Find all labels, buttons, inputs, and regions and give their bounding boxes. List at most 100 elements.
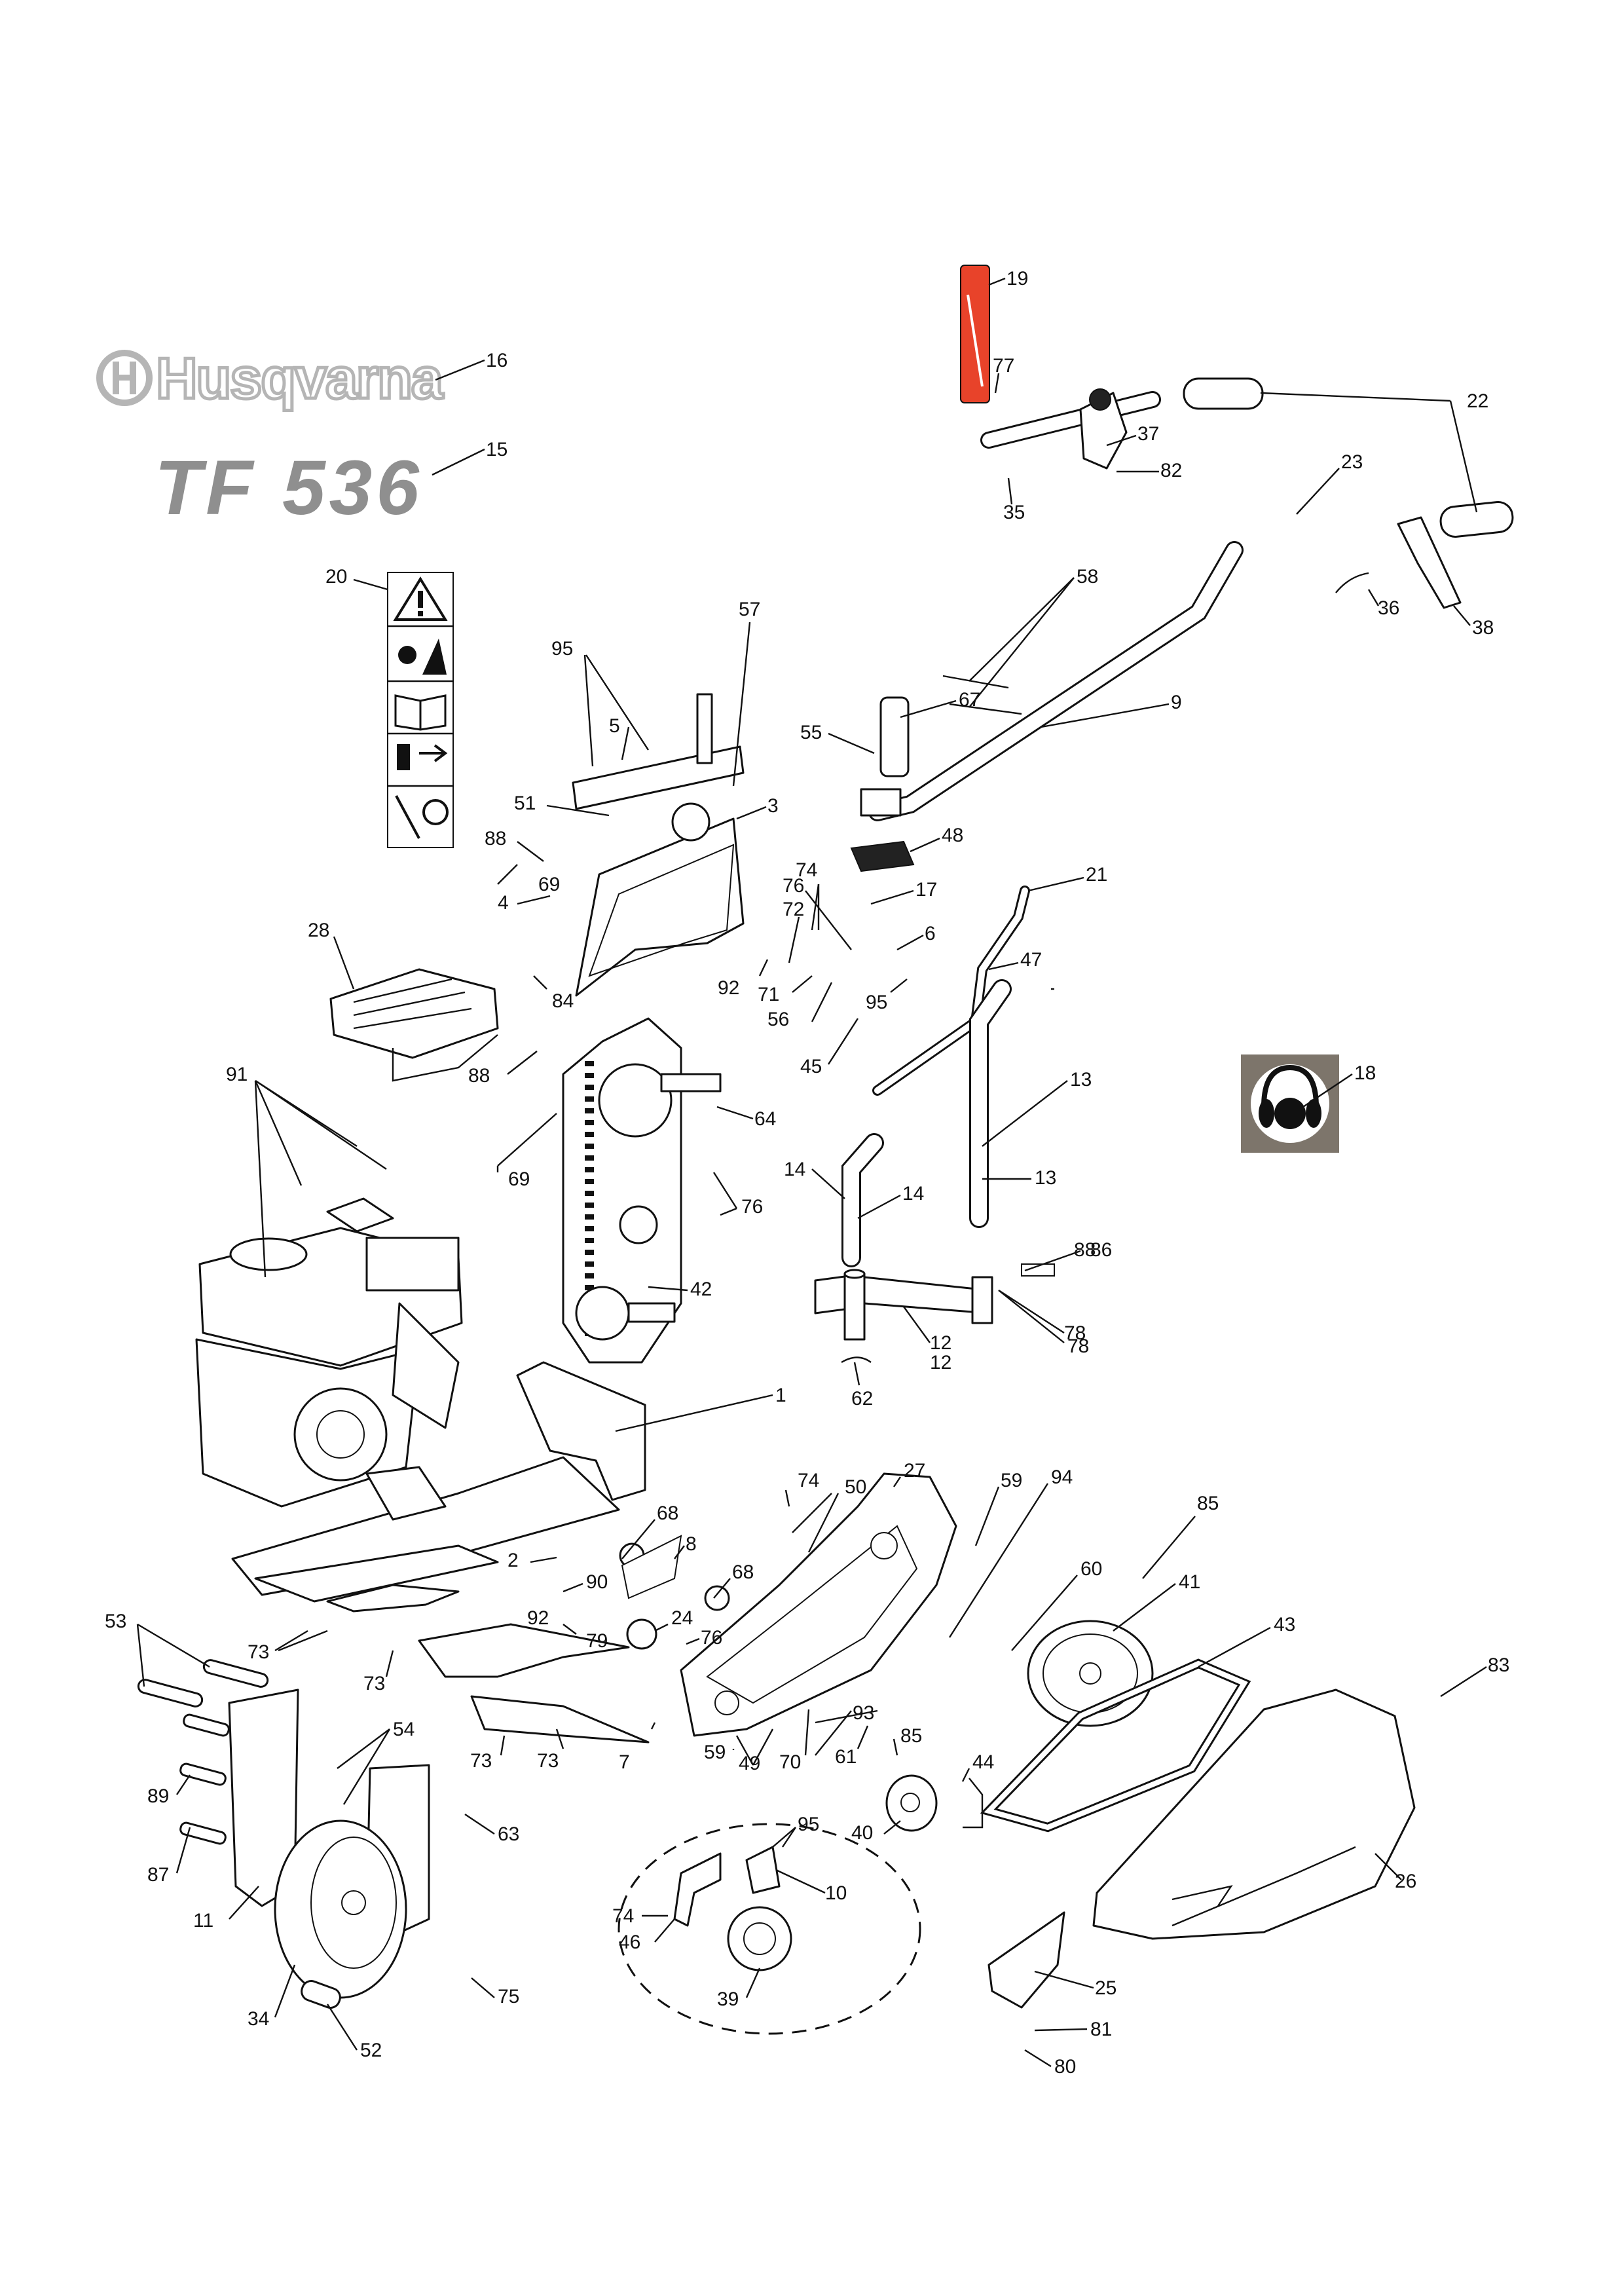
gear-shift-icon bbox=[397, 744, 448, 770]
callout-94: 94 bbox=[1051, 1466, 1073, 1488]
callout-7: 7 bbox=[619, 1751, 630, 1773]
callout-62: 62 bbox=[851, 1388, 873, 1409]
callout-51: 51 bbox=[514, 793, 536, 814]
clutch-lever bbox=[1397, 516, 1462, 609]
optional-kit-outline bbox=[618, 1823, 921, 2035]
ear-protection-badge bbox=[1241, 1054, 1339, 1153]
callout-90: 90 bbox=[586, 1571, 608, 1593]
callout-8: 8 bbox=[686, 1533, 697, 1555]
callout-4: 4 bbox=[498, 892, 509, 914]
guard-bracket bbox=[987, 1911, 1065, 2009]
callout-88-top: 88 bbox=[485, 828, 506, 849]
callout-14-right: 14 bbox=[902, 1183, 924, 1204]
callout-37: 37 bbox=[1137, 423, 1159, 445]
belt-drive bbox=[885, 1620, 1251, 1833]
callout-35: 35 bbox=[1003, 502, 1025, 523]
callout-69-mid: 69 bbox=[508, 1168, 530, 1190]
callout-36: 36 bbox=[1378, 597, 1399, 619]
callout-95-kit: 95 bbox=[798, 1814, 819, 1835]
callout-68-left: 68 bbox=[657, 1502, 678, 1524]
callout-34: 34 bbox=[248, 2008, 269, 2030]
main-frame bbox=[231, 1361, 646, 1603]
callout-61: 61 bbox=[835, 1746, 857, 1768]
husqvarna-crown-icon bbox=[96, 350, 153, 406]
callout-64: 64 bbox=[754, 1108, 776, 1130]
optional-wheel-kit bbox=[673, 1846, 792, 1971]
callout-17: 17 bbox=[915, 879, 937, 901]
callout-89: 89 bbox=[147, 1785, 169, 1807]
callout-74-kit: 74 bbox=[612, 1905, 634, 1927]
callout-73-c: 73 bbox=[537, 1750, 559, 1772]
callout-81: 81 bbox=[1090, 2019, 1112, 2040]
callout-72: 72 bbox=[783, 899, 804, 920]
callout-13-bottom: 13 bbox=[1035, 1167, 1056, 1189]
engine bbox=[195, 1197, 463, 1508]
callout-88-mid: 88 bbox=[468, 1065, 490, 1087]
handle-bracket bbox=[879, 696, 910, 777]
callout-95-right: 95 bbox=[866, 992, 887, 1013]
callout-2: 2 bbox=[507, 1550, 519, 1571]
callout-85-top: 85 bbox=[1197, 1493, 1219, 1514]
callout-76-mid: 76 bbox=[741, 1196, 763, 1218]
handle-mount-block bbox=[850, 840, 915, 872]
callout-15: 15 bbox=[486, 439, 507, 460]
right-grip bbox=[1439, 501, 1514, 538]
callout-23: 23 bbox=[1341, 451, 1363, 473]
callout-44: 44 bbox=[972, 1751, 994, 1773]
callout-88-right: 88 bbox=[1074, 1239, 1096, 1261]
callout-40: 40 bbox=[851, 1822, 873, 1844]
no-passengers-icon bbox=[395, 795, 449, 839]
callout-73-a: 73 bbox=[248, 1641, 269, 1663]
ear-protection-icon bbox=[1259, 1064, 1321, 1129]
callout-95-top: 95 bbox=[551, 638, 573, 660]
brand-logo: Husqvarna bbox=[96, 345, 447, 413]
read-manual-icon bbox=[394, 694, 447, 731]
callouts: 16 15 20 19 77 37 82 35 22 23 36 38 58 9… bbox=[105, 268, 1509, 2078]
rotating-tines-icon bbox=[398, 639, 447, 675]
callout-67: 67 bbox=[959, 689, 980, 711]
callout-78-top: 78 bbox=[1064, 1322, 1086, 1344]
callout-18: 18 bbox=[1354, 1062, 1376, 1084]
callout-9: 9 bbox=[1171, 692, 1182, 713]
handlebar bbox=[857, 391, 1402, 821]
safety-decal bbox=[387, 572, 454, 848]
callout-28: 28 bbox=[308, 920, 329, 941]
depth-bar bbox=[814, 1269, 993, 1341]
callout-60: 60 bbox=[1080, 1558, 1102, 1580]
callout-83: 83 bbox=[1488, 1654, 1509, 1676]
callout-6: 6 bbox=[925, 923, 936, 944]
callout-48: 48 bbox=[942, 825, 963, 846]
left-grip bbox=[1183, 377, 1264, 410]
callout-14-left: 14 bbox=[784, 1159, 805, 1180]
brand-name: Husqvarna bbox=[156, 346, 444, 411]
callout-85-bottom: 85 bbox=[900, 1725, 922, 1747]
callout-10: 10 bbox=[825, 1882, 847, 1904]
callout-19: 19 bbox=[1006, 268, 1028, 289]
callout-46: 46 bbox=[619, 1931, 640, 1953]
callout-22: 22 bbox=[1467, 390, 1488, 412]
callout-70: 70 bbox=[779, 1751, 801, 1773]
callout-54: 54 bbox=[393, 1719, 415, 1740]
callout-45: 45 bbox=[800, 1056, 822, 1077]
callout-21: 21 bbox=[1086, 864, 1107, 886]
upper-bracket bbox=[572, 693, 745, 997]
callout-63: 63 bbox=[498, 1823, 519, 1845]
callout-59-top: 59 bbox=[1001, 1470, 1022, 1491]
callout-49: 49 bbox=[739, 1753, 760, 1774]
callout-74-top: 74 bbox=[796, 859, 817, 881]
callout-86: 86 bbox=[1090, 1239, 1112, 1261]
callout-75: 75 bbox=[498, 1986, 519, 2007]
callout-12-bottom: 12 bbox=[930, 1352, 951, 1373]
model-name: TF 536 bbox=[155, 445, 423, 531]
callout-52: 52 bbox=[360, 2040, 382, 2061]
callout-13-top: 13 bbox=[1070, 1069, 1092, 1091]
callout-74-mid: 74 bbox=[798, 1470, 819, 1491]
callout-55: 55 bbox=[800, 722, 822, 743]
callout-80: 80 bbox=[1054, 2056, 1076, 2078]
tines bbox=[326, 1584, 650, 1744]
wheel-assembly bbox=[137, 1659, 430, 2009]
callout-1: 1 bbox=[775, 1385, 786, 1406]
callout-43: 43 bbox=[1274, 1614, 1295, 1635]
callout-78-bottom: 78 bbox=[1067, 1335, 1089, 1357]
